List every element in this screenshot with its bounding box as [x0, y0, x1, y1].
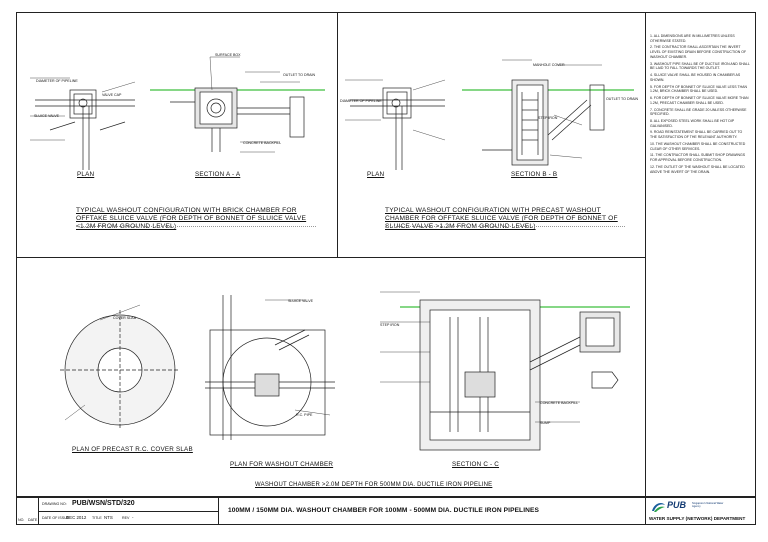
logo-tagline: Singapore's National Water Agency	[692, 502, 724, 508]
drawing-title: 100MM / 150MM DIA. WASHOUT CHAMBER FOR 1…	[228, 507, 539, 514]
drawing-info-box	[38, 498, 219, 525]
callout-surfacebox-a: SURFACE BOX	[215, 53, 241, 57]
department: WATER SUPPLY (NETWORK) DEPARTMENT	[649, 516, 746, 521]
callout-manhole-b: MANHOLE COVER	[533, 63, 565, 67]
section-c-drawing	[380, 291, 630, 451]
logo-text: PUB	[667, 500, 687, 510]
callout-outlet-b: OUTLET TO DRAIN	[606, 97, 639, 101]
callout-cover: COVER SLAB	[113, 316, 136, 320]
note-item: 5. FOR DEPTH OF BONNET OF SLUICE VALVE L…	[650, 84, 747, 94]
callout-concrete-c: CONCRETE BACKFILL	[540, 401, 579, 405]
drawing-no: PUB/WSN/STD/320	[72, 500, 135, 507]
rev-value: -	[132, 515, 134, 520]
callout-rcpipe-c: R.C. PIPE	[296, 413, 313, 417]
view-title-plan-chamber: PLAN FOR WASHOUT CHAMBER	[230, 461, 334, 468]
date-label: DATE OF ISSUE	[42, 516, 70, 520]
info-divider	[38, 511, 218, 512]
note-item: 6. FOR DEPTH OF BONNET OF SLUICE VALVE M…	[650, 96, 749, 105]
note-item: 10. THE WASHOUT CHAMBER SHALL BE CONSTRU…	[650, 141, 746, 151]
pub-logo-icon	[652, 503, 665, 512]
note-item: 11. THE CONTRACTOR SHALL SUBMIT SHOP DRA…	[650, 153, 746, 163]
callout-concrete-a: CONCRETE BACKFILL	[243, 141, 282, 145]
callout-pipeline-b: DIAMETER OF PIPELINE	[340, 99, 382, 103]
note-item: 8. ALL EXPOSED STEEL WORK SHALL BE HOT D…	[650, 118, 735, 128]
note-item: 4. SLUICE VALVE SHALL BE HOUSED IN CHAMB…	[650, 73, 741, 82]
drawing-no-label: DRAWING NO:	[42, 502, 67, 506]
logo-box	[645, 498, 757, 525]
note-item: 12. THE OUTLET OF THE WASHOUT SHALL BE L…	[650, 164, 745, 174]
note-item: 9. ROAD REINSTATEMENT SHALL BE CARRIED O…	[650, 130, 743, 140]
caption-bottom: WASHOUT CHAMBER >2.0M DEPTH FOR 500MM DI…	[255, 482, 493, 488]
view-title-cover-slab: PLAN OF PRECAST R.C. COVER SLAB	[72, 446, 193, 453]
title-label: TITLE	[92, 516, 102, 520]
note-item: 3. WASHOUT PIPE SHALL BE OF DUCTILE IRON…	[650, 61, 750, 71]
note-item: 2. THE CONTRACTOR SHALL ASCERTAIN THE IN…	[650, 45, 747, 59]
cover-slab-drawing	[60, 304, 180, 430]
callout-sump-c: SUMP	[540, 421, 551, 425]
callout-outlet-a: OUTLET TO DRAIN	[283, 73, 316, 77]
scale-value: NTS	[104, 515, 113, 520]
title-block: NO. DATE DRAWING NO: PUB/WSN/STD/320 DAT…	[16, 497, 756, 526]
callout-sluice-a: SLUICE VALVE	[34, 114, 60, 118]
view-title-plan-b: PLAN	[367, 171, 385, 178]
plan-chamber-drawing	[205, 295, 335, 440]
callout-pipeline-a: DIAMETER OF PIPELINE	[36, 79, 78, 83]
view-title-section-a: SECTION A - A	[195, 171, 241, 178]
callout-ladder-b: STEP IRON	[538, 116, 558, 120]
section-b-drawing	[462, 59, 634, 166]
view-title-plan-a: PLAN	[77, 171, 95, 178]
callout-step-c: STEP IRON	[380, 323, 400, 327]
view-title-section-b: SECTION B - B	[511, 171, 558, 178]
rev-no-label: NO.	[18, 518, 25, 522]
callout-sluice-c: SLUICE VALVE	[288, 299, 314, 303]
view-title-section-c: SECTION C - C	[452, 461, 500, 468]
general-notes: 1. ALL DIMENSIONS ARE IN MILLIMETRES UNL…	[650, 34, 750, 176]
date-value: DEC 2012	[66, 515, 87, 520]
note-item: 1. ALL DIMENSIONS ARE IN MILLIMETRES UNL…	[650, 34, 735, 43]
callout-valvecap-a: VALVE CAP	[102, 93, 122, 97]
rev-label: REV	[122, 516, 130, 520]
rev-date-label: DATE	[28, 518, 38, 522]
note-item: 7. CONCRETE SHALL BE GRADE 20 UNLESS OTH…	[650, 107, 747, 117]
plan-a-drawing	[30, 77, 136, 170]
panel-notes	[645, 12, 756, 497]
section-a-drawing	[150, 56, 325, 153]
note-precast	[385, 226, 625, 236]
note-brick	[76, 226, 316, 236]
plan-b-drawing	[345, 79, 446, 170]
